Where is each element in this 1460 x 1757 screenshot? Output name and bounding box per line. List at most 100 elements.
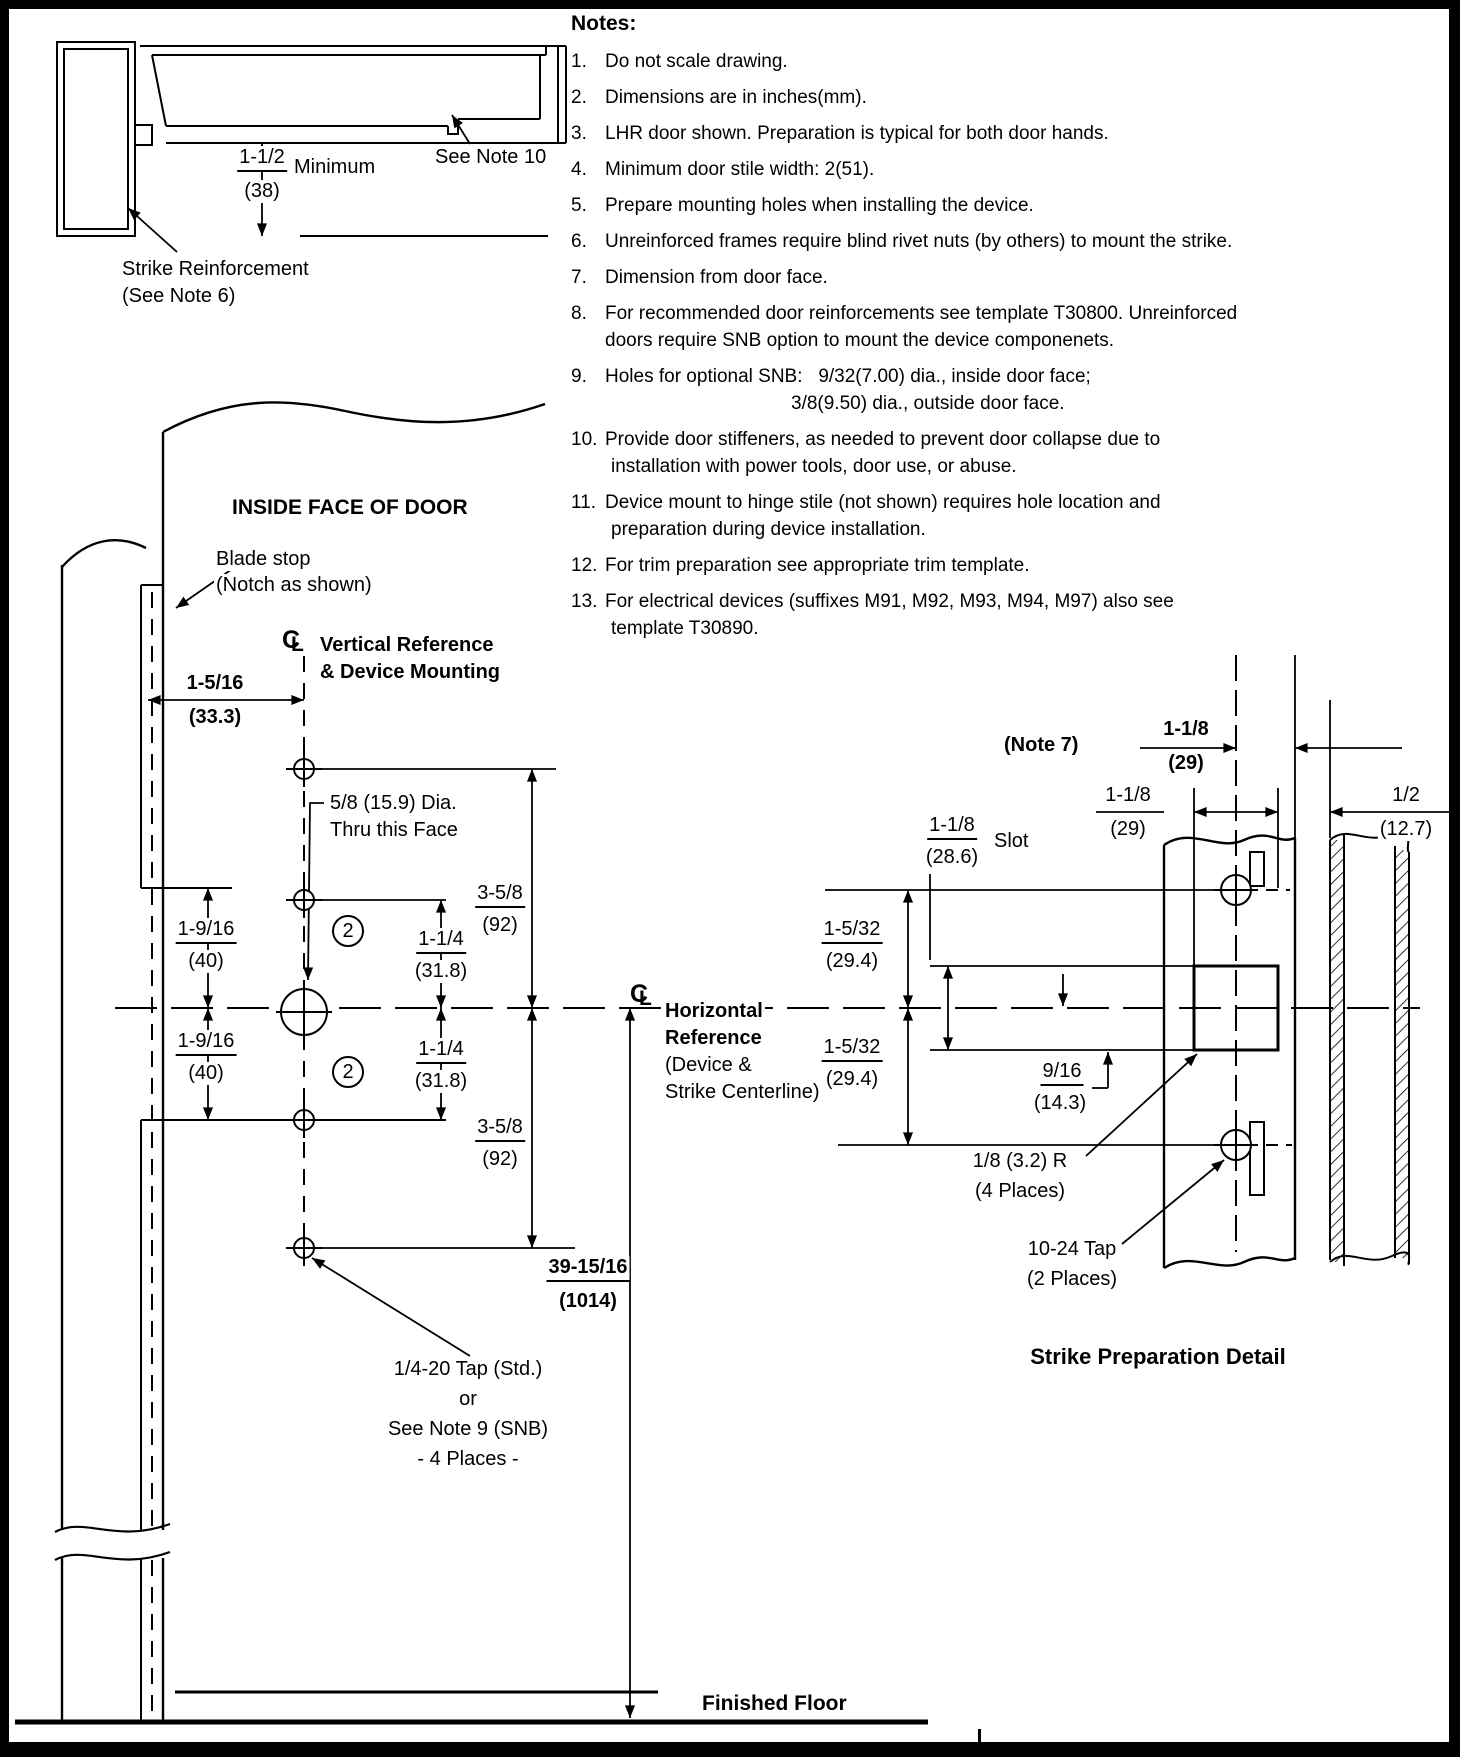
note-number: 7.	[571, 267, 587, 288]
note-13-line-1: 13. For electrical devices (suffixes M91,…	[571, 588, 1341, 615]
note-item-10: 10. Provide door stiffeners, as needed to…	[571, 426, 1341, 480]
note-text: Dimension from door face.	[605, 267, 828, 288]
note-10-line-1: 10. Provide door stiffeners, as needed to…	[571, 426, 1341, 453]
dim-92-bot: (92)	[480, 1148, 520, 1171]
note-text: Device mount to hinge stile (not shown) …	[605, 492, 1161, 513]
note-number: 3.	[571, 123, 587, 144]
notes-list: 1.Do not scale drawing.2.Dimensions are …	[571, 48, 1341, 642]
dim-29-face: (29)	[1108, 818, 1148, 841]
note-11-line-1: 11. Device mount to hinge stile (not show…	[571, 489, 1341, 516]
slot-word: Slot	[992, 830, 1031, 853]
strike-reinforcement-1: Strike Reinforcement	[120, 258, 311, 281]
centerline-symbol-l: L	[639, 987, 652, 1010]
see-note-10: See Note 10	[433, 146, 549, 169]
note-number: 12.	[571, 555, 598, 576]
note-7-ref: (Note 7)	[1002, 734, 1081, 757]
strike-detail-title: Strike Preparation Detail	[1028, 1344, 1288, 1370]
tap-note-4: - 4 Places -	[415, 1448, 521, 1471]
centerline-symbol-c: C	[282, 626, 301, 654]
note-text: Provide door stiffeners, as needed to pr…	[605, 429, 1161, 450]
note-item-5: 5.Prepare mounting holes when installing…	[571, 192, 1341, 219]
note-item-9: 9. Holes for optional SNB: 9/32(7.00) dia…	[571, 363, 1341, 417]
qty-2-bottom: 2	[332, 1056, 364, 1088]
horizontal-reference-4: Strike Centerline)	[663, 1081, 822, 1104]
note-item-3: 3. LHR door shown. Preparation is typical…	[571, 120, 1341, 147]
dim-1-5-16: 1-5/16	[184, 672, 246, 695]
dim-1-2: 1/2	[1390, 784, 1422, 807]
dim-92-top: (92)	[480, 914, 520, 937]
blade-stop-1: Blade stop	[214, 548, 313, 571]
dim-31-8-bot: (31.8)	[412, 1070, 470, 1093]
note-number: 11.	[571, 492, 597, 513]
dim-1-5-32-top: 1-5/32	[821, 918, 883, 944]
note-4-line-1: 4.Minimum door stile width: 2(51).	[571, 156, 1341, 183]
dim-29-4-bot: (29.4)	[823, 1068, 881, 1091]
note-item-7: 7. Dimension from door face.	[571, 264, 1341, 291]
note-number: 6.	[571, 231, 587, 252]
dim-40-bot: (40)	[186, 1062, 226, 1085]
note-8-line-2: doors require SNB option to mount the de…	[605, 330, 1115, 351]
vertical-reference-2: & Device Mounting	[318, 661, 503, 684]
note-6-line-1: 6. Unreinforced frames require blind rive…	[571, 228, 1341, 255]
dim-min-word: Minimum	[292, 156, 378, 179]
dim-5-8-dia-1: 5/8 (15.9) Dia.	[328, 792, 459, 815]
centerlines	[115, 655, 1420, 1266]
tap-note-2: or	[457, 1388, 479, 1411]
note-number: 10.	[571, 429, 598, 450]
note-item-1: 1. Do not scale drawing.	[571, 48, 1341, 75]
strike-tap-1: 10-24 Tap	[1025, 1238, 1119, 1261]
dim-40-top: (40)	[186, 950, 226, 973]
dim-1-5-32-bot: 1-5/32	[821, 1036, 883, 1062]
note-text: Minimum door stile width: 2(51).	[605, 159, 875, 180]
note-text: Do not scale drawing.	[605, 51, 788, 72]
note-text: Holes for optional SNB: 9/32(7.00) dia.,…	[605, 366, 1091, 387]
centerline-symbol-c: C	[630, 980, 649, 1008]
dim-33-3: (33.3)	[186, 706, 244, 729]
radius-note-1: 1/8 (3.2) R	[970, 1150, 1070, 1173]
horizontal-reference-2: Reference	[663, 1027, 764, 1050]
note-number: 9.	[571, 366, 587, 387]
note-11-line-2: preparation during device installation.	[611, 519, 926, 540]
note-number: 5.	[571, 195, 587, 216]
dim-29-note7: (29)	[1166, 752, 1206, 775]
horizontal-reference-1: Horizontal	[663, 1000, 765, 1023]
dim-min-inches: 1-1/2	[237, 146, 287, 172]
note-item-6: 6. Unreinforced frames require blind rive…	[571, 228, 1341, 255]
note-number: 13.	[571, 591, 598, 612]
note-text: For recommended door reinforcements see …	[605, 303, 1238, 324]
centerline-symbol-l: L	[291, 633, 304, 656]
dim-1-1-8-note7: 1-1/8	[1161, 718, 1211, 741]
frame-head-section-detail	[56, 41, 567, 253]
inside-face-of-door: INSIDE FACE OF DOOR	[230, 496, 470, 521]
note-3-line-1: 3. LHR door shown. Preparation is typical…	[571, 120, 1341, 147]
note-13-line-2: template T30890.	[611, 618, 759, 639]
dim-14-3: (14.3)	[1031, 1092, 1089, 1115]
dim-3-5-8-bot: 3-5/8	[475, 1116, 525, 1142]
blade-stop-2: (Notch as shown)	[214, 574, 374, 597]
dim-1-9-16-top: 1-9/16	[175, 918, 237, 944]
dim-1-1-4-top: 1-1/4	[416, 928, 466, 954]
dim-1-9-16-bot: 1-9/16	[175, 1030, 237, 1056]
dim-min-mm: (38)	[242, 180, 282, 203]
dim-1-1-4-bot: 1-1/4	[416, 1038, 466, 1064]
tap-note-1: 1/4-20 Tap (Std.)	[391, 1358, 545, 1381]
title-block-divider	[978, 1729, 981, 1743]
note-number: 1.	[571, 51, 587, 72]
note-10-line-2: installation with power tools, door use,…	[611, 456, 1017, 477]
radius-note-2: (4 Places)	[972, 1180, 1068, 1203]
note-text: For electrical devices (suffixes M91, M9…	[605, 591, 1174, 612]
dim-39-15-16: 39-15/16	[546, 1256, 630, 1282]
note-text: LHR door shown. Preparation is typical f…	[605, 123, 1109, 144]
dim-3-5-8-top: 3-5/8	[475, 882, 525, 908]
note-item-13: 13. For electrical devices (suffixes M91,…	[571, 588, 1341, 642]
note-text: Unreinforced frames require blind rivet …	[605, 231, 1233, 252]
note-9-line-2: 3/8(9.50) dia., outside door face.	[791, 393, 1065, 414]
dim-5-8-dia-2: Thru this Face	[328, 819, 460, 842]
note-item-8: 8.For recommended door reinforcements se…	[571, 300, 1341, 354]
notes-header: Notes:	[571, 12, 637, 35]
dim-slot-28-6: (28.6)	[923, 846, 981, 869]
note-item-11: 11. Device mount to hinge stile (not show…	[571, 489, 1341, 543]
